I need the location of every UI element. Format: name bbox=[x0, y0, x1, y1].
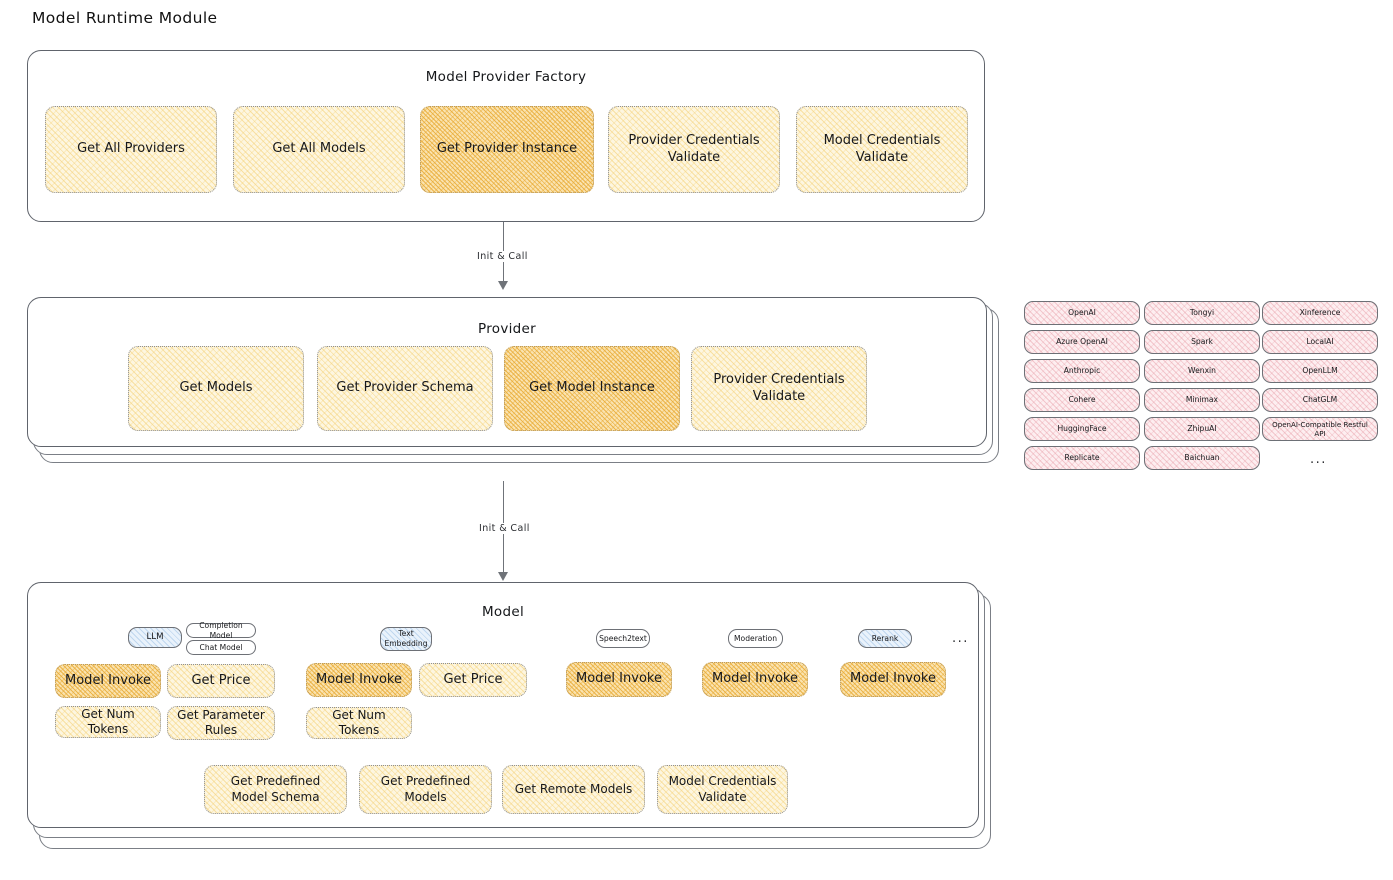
model-method-text-embedding-get-price[interactable]: Get Price bbox=[419, 663, 527, 697]
model-subtype-chat-model[interactable]: Chat Model bbox=[186, 640, 256, 655]
factory-node-get-all-models[interactable]: Get All Models bbox=[233, 106, 405, 193]
provider-list-item-minimax[interactable]: Minimax bbox=[1144, 388, 1260, 412]
model-subtype-completion-model[interactable]: Completion Model bbox=[186, 621, 256, 640]
model-type-moderation[interactable]: Moderation bbox=[728, 629, 783, 648]
model-type-rerank[interactable]: Rerank bbox=[858, 629, 912, 648]
model-types-ellipsis: ... bbox=[952, 631, 969, 646]
provider-list-item-replicate[interactable]: Replicate bbox=[1024, 446, 1140, 470]
provider-list-item-baichuan[interactable]: Baichuan bbox=[1144, 446, 1260, 470]
factory-node-get-all-providers[interactable]: Get All Providers bbox=[45, 106, 217, 193]
model-method-text-embedding-model-invoke[interactable]: Model Invoke bbox=[306, 663, 412, 697]
model-card bbox=[27, 582, 979, 828]
model-method-llm-get-price[interactable]: Get Price bbox=[167, 664, 275, 698]
provider-node-get-model-instance[interactable]: Get Model Instance bbox=[504, 346, 680, 431]
model-method-rerank-model-invoke[interactable]: Model Invoke bbox=[840, 662, 946, 697]
model-shared-method-model-credentials-validate[interactable]: Model Credentials Validate bbox=[657, 765, 788, 814]
factory-node-provider-credentials-validate[interactable]: Provider Credentials Validate bbox=[608, 106, 780, 193]
provider-list-item-tongyi[interactable]: Tongyi bbox=[1144, 301, 1260, 325]
arrow-factory-to-provider-label: Init & Call bbox=[472, 251, 533, 262]
provider-list-item-openai-compatible-restful-api[interactable]: OpenAI-Compatible Restful API bbox=[1262, 417, 1378, 441]
provider-node-get-provider-schema[interactable]: Get Provider Schema bbox=[317, 346, 493, 431]
model-method-llm-get-parameter-rules[interactable]: Get Parameter Rules bbox=[167, 706, 275, 740]
model-provider-factory-title: Model Provider Factory bbox=[425, 69, 587, 85]
provider-list-item-zhipuai[interactable]: ZhipuAI bbox=[1144, 417, 1260, 441]
page-title: Model Runtime Module bbox=[32, 9, 218, 27]
model-title: Model bbox=[481, 604, 525, 620]
model-method-text-embedding-get-num-tokens[interactable]: Get Num Tokens bbox=[306, 707, 412, 739]
provider-title: Provider bbox=[478, 321, 536, 337]
model-type-llm[interactable]: LLM bbox=[128, 627, 182, 648]
provider-list-item-anthropic[interactable]: Anthropic bbox=[1024, 359, 1140, 383]
provider-list-item-openai[interactable]: OpenAI bbox=[1024, 301, 1140, 325]
model-type-text-embedding[interactable]: Text Embedding bbox=[380, 627, 432, 651]
model-type-speech2text[interactable]: Speech2text bbox=[596, 629, 650, 648]
provider-list-item-localai[interactable]: LocalAI bbox=[1262, 330, 1378, 354]
provider-list-item-azure-openai[interactable]: Azure OpenAI bbox=[1024, 330, 1140, 354]
factory-node-model-credentials-validate[interactable]: Model Credentials Validate bbox=[796, 106, 968, 193]
provider-list-item-chatglm[interactable]: ChatGLM bbox=[1262, 388, 1378, 412]
provider-node-get-models[interactable]: Get Models bbox=[128, 346, 304, 431]
model-shared-method-get-remote-models[interactable]: Get Remote Models bbox=[502, 765, 645, 814]
factory-node-get-provider-instance[interactable]: Get Provider Instance bbox=[420, 106, 594, 193]
model-method-speech2text-model-invoke[interactable]: Model Invoke bbox=[566, 662, 672, 697]
provider-list-item-wenxin[interactable]: Wenxin bbox=[1144, 359, 1260, 383]
provider-list-item-huggingface[interactable]: HuggingFace bbox=[1024, 417, 1140, 441]
model-shared-method-get-predefined-models[interactable]: Get Predefined Models bbox=[359, 765, 492, 814]
provider-node-provider-credentials-validate[interactable]: Provider Credentials Validate bbox=[691, 346, 867, 431]
model-method-llm-model-invoke[interactable]: Model Invoke bbox=[55, 664, 161, 698]
provider-list-item-spark[interactable]: Spark bbox=[1144, 330, 1260, 354]
model-shared-method-get-predefined-model-schema[interactable]: Get Predefined Model Schema bbox=[204, 765, 347, 814]
provider-list-item-xinference[interactable]: Xinference bbox=[1262, 301, 1378, 325]
arrow-provider-to-model-head bbox=[498, 572, 508, 581]
model-method-moderation-model-invoke[interactable]: Model Invoke bbox=[702, 662, 808, 697]
provider-list-item-cohere[interactable]: Cohere bbox=[1024, 388, 1140, 412]
arrow-provider-to-model-label: Init & Call bbox=[474, 523, 535, 534]
arrow-factory-to-provider-head bbox=[498, 281, 508, 290]
provider-list-ellipsis: ... bbox=[1310, 452, 1327, 467]
provider-list-item-openllm[interactable]: OpenLLM bbox=[1262, 359, 1378, 383]
model-method-llm-get-num-tokens[interactable]: Get Num Tokens bbox=[55, 706, 161, 738]
